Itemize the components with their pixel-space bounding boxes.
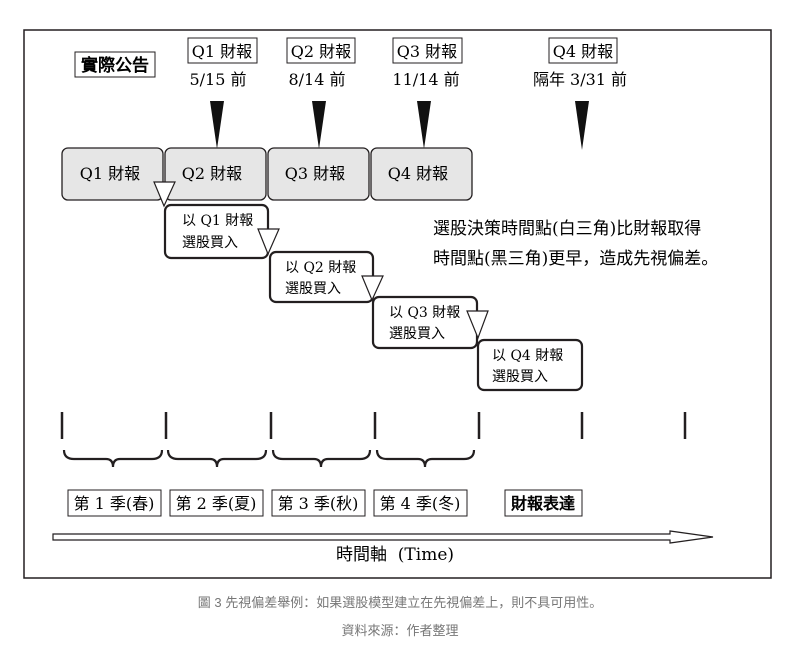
black-triangle-icon: [417, 101, 431, 149]
report-period-q3: Q3 財報: [267, 147, 370, 201]
note-line1: 選股決策時間點(白三角)比財報取得: [433, 219, 701, 239]
buy-box-line1: 以 Q3 財報: [389, 305, 460, 321]
top-report-q3: Q3 財報 11/14 前: [392, 37, 463, 149]
season-label: 第 3 季(秋): [278, 494, 359, 513]
diagram-frame: [23, 29, 772, 579]
season-4: 第 4 季(冬): [373, 489, 468, 517]
report-deadline: 11/14 前: [392, 70, 459, 89]
season-label: 第 1 季(春): [74, 494, 155, 513]
buy-box-line1: 以 Q2 財報: [285, 260, 356, 276]
buy-box-q2: 以 Q2 財報 選股買入: [268, 250, 375, 304]
report-period-label: Q3 財報: [285, 164, 345, 183]
quarter-braces: [62, 449, 476, 468]
top-report-label: Q2 財報: [291, 42, 351, 61]
note-line2: 時間點(黑三角)更早，造成先視偏差。: [433, 249, 718, 269]
buy-box-line2: 選股買入: [182, 235, 238, 251]
season-1: 第 1 季(春): [67, 489, 162, 517]
top-report-label: Q3 財報: [397, 42, 457, 61]
buy-box-q1: 以 Q1 財報 選股買入: [163, 203, 270, 260]
time-axis-label: 時間軸 (Time): [336, 545, 454, 565]
report-period-q4: Q4 財報: [370, 147, 473, 201]
report-deadline: 5/15 前: [189, 70, 246, 89]
report-period-q2: Q2 財報: [164, 147, 267, 201]
season-3: 第 3 季(秋): [271, 489, 366, 517]
black-triangle-icon: [210, 101, 224, 149]
time-arrow: [52, 530, 714, 544]
report-deadline: 隔年 3/31 前: [533, 70, 627, 89]
season-label: 第 4 季(冬): [380, 494, 461, 513]
white-triangle-icon: [153, 181, 176, 208]
buy-box-line2: 選股買入: [492, 369, 548, 385]
buy-box-line1: 以 Q4 財報: [492, 348, 563, 364]
buy-box-line2: 選股買入: [389, 326, 445, 342]
white-triangle-icon: [257, 228, 280, 256]
announce-label-box: [74, 51, 156, 78]
black-triangle-icon: [312, 101, 326, 149]
buy-box-line2: 選股買入: [285, 281, 341, 297]
report-deadline: 8/14 前: [288, 70, 345, 89]
report-expression-box: [504, 489, 583, 517]
buy-box-q3: 以 Q3 財報 選股買入: [371, 295, 479, 350]
report-period-label: Q4 財報: [388, 164, 448, 183]
report-expression-label: 財報表達: [511, 494, 575, 513]
top-report-q4: Q4 財報 隔年 3/31 前: [533, 37, 627, 150]
figure-caption: 圖 3 先視偏差舉例：如果選股模型建立在先視偏差上，則不具可用性。: [198, 595, 602, 610]
timeline-ticks: [60, 412, 687, 439]
black-triangle-icon: [575, 101, 589, 150]
season-2: 第 2 季(夏): [169, 489, 264, 517]
report-period-q1: Q1 財報: [61, 147, 164, 201]
figure-source: 資料來源：作者整理: [341, 623, 458, 638]
white-triangle-icon: [466, 310, 489, 340]
top-report-label: Q4 財報: [553, 42, 613, 61]
season-label: 第 2 季(夏): [176, 494, 257, 513]
buy-box-q4: 以 Q4 財報 選股買入: [476, 338, 584, 392]
white-triangle-icon: [361, 275, 384, 302]
top-report-q2: Q2 財報 8/14 前: [286, 37, 356, 149]
announce-label: 實際公告: [81, 55, 149, 75]
report-period-label: Q1 財報: [80, 164, 140, 183]
top-report-label: Q1 財報: [192, 42, 252, 61]
report-period-label: Q2 財報: [182, 164, 242, 183]
buy-box-line1: 以 Q1 財報: [182, 213, 253, 229]
top-report-q1: Q1 財報 5/15 前: [187, 37, 258, 149]
